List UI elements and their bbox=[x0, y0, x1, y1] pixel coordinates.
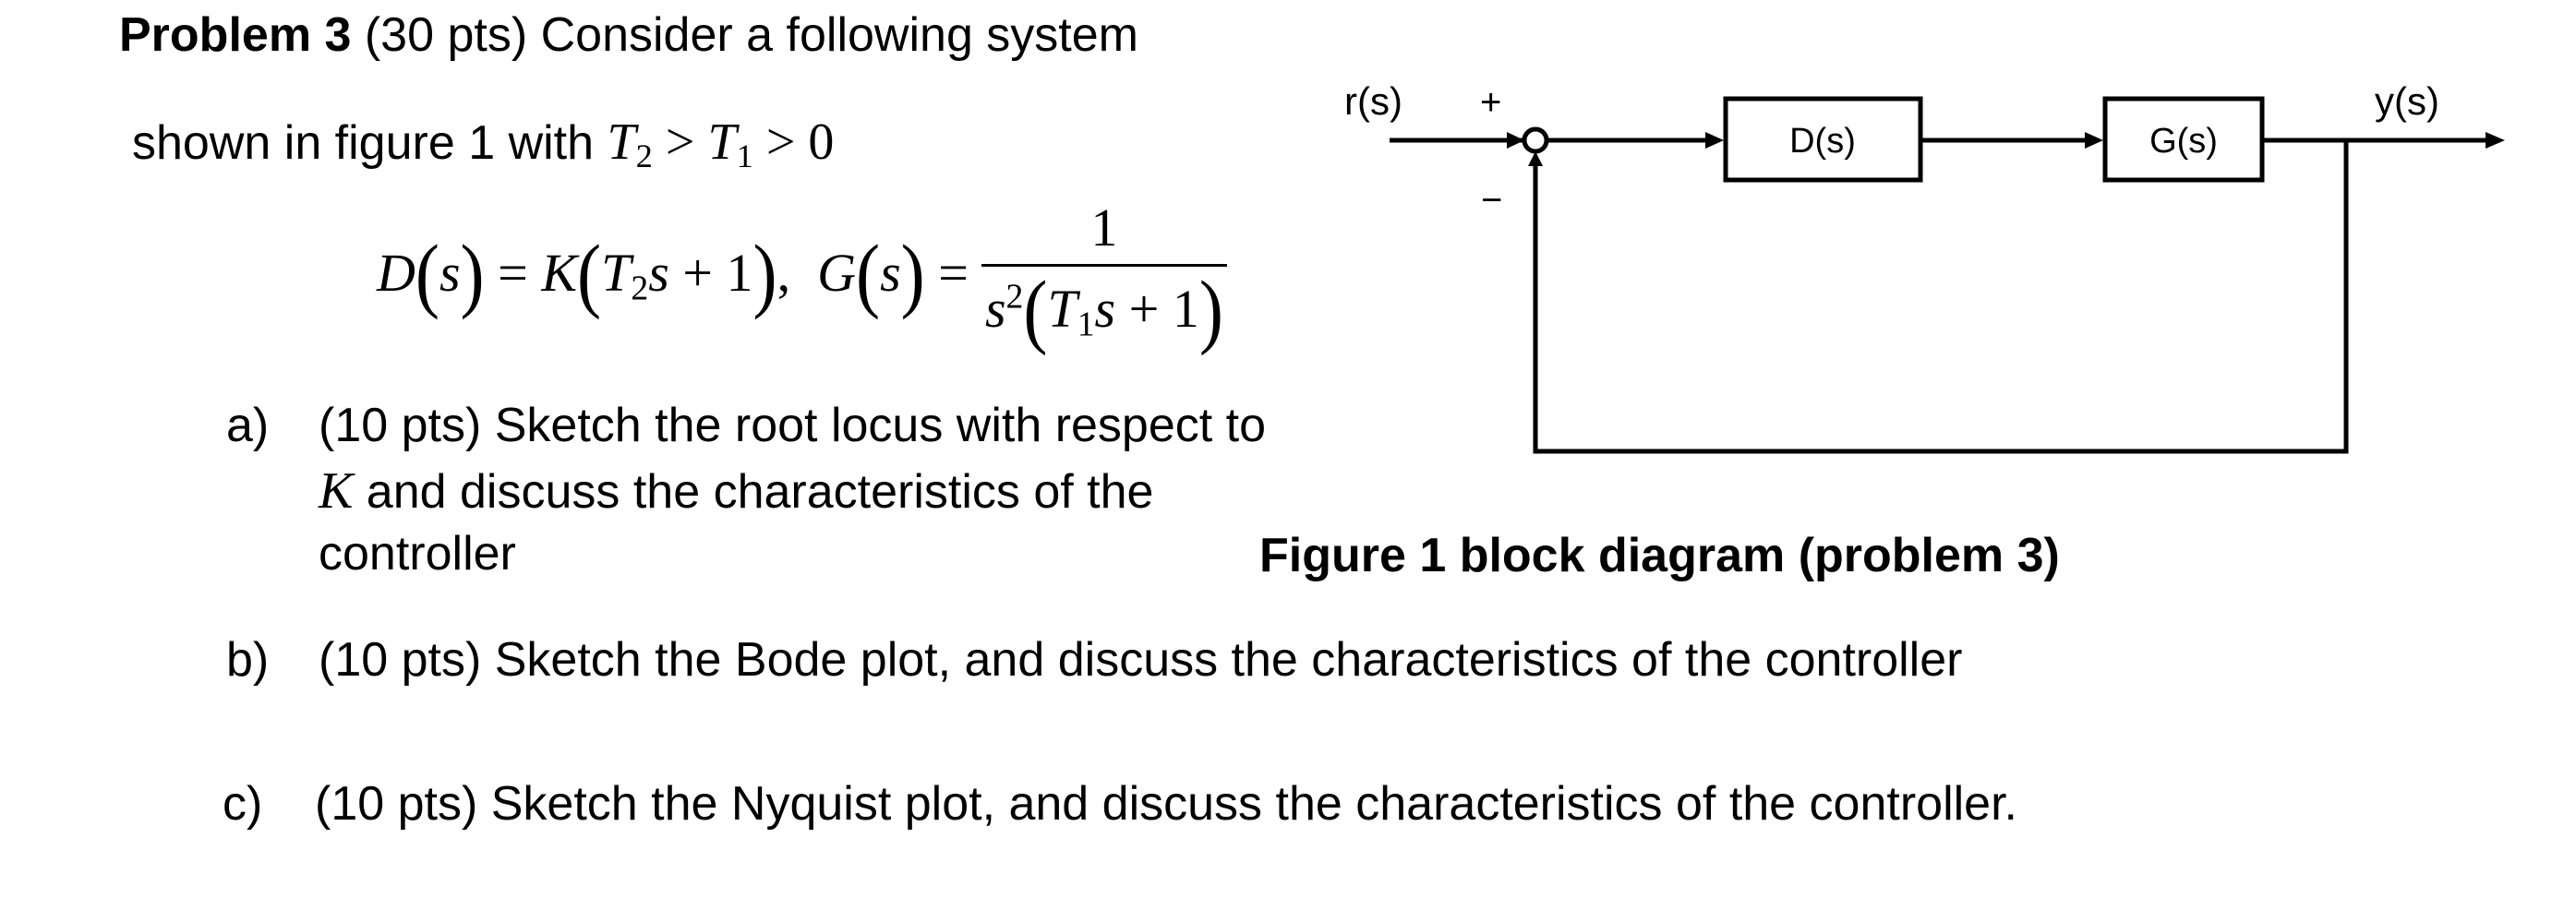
fraction-denominator: s2(T1s + 1) bbox=[984, 263, 1223, 356]
fraction-numerator: 1 bbox=[1090, 198, 1118, 257]
eq-s: s bbox=[648, 242, 669, 303]
feedback-arrowhead bbox=[1528, 151, 1543, 166]
part-a-line3: controller bbox=[319, 527, 516, 581]
eq-sub2: 2 bbox=[631, 269, 649, 308]
input-label: r(s) bbox=[1344, 79, 1402, 123]
den-plus-one: + 1 bbox=[1115, 279, 1199, 340]
g-block-arrowhead bbox=[2085, 132, 2103, 149]
plus-sign: + bbox=[1480, 82, 1501, 123]
transfer-function-equation: D(s) = K(T2s + 1), G(s) = 1 s2(T1s + 1) bbox=[377, 198, 1227, 356]
eq-equals: = bbox=[924, 242, 969, 303]
var-k: K bbox=[319, 462, 354, 520]
output-arrowhead bbox=[2486, 132, 2505, 149]
output-label: y(s) bbox=[2375, 79, 2439, 123]
eq-s: s bbox=[439, 242, 461, 303]
eq-d: D bbox=[377, 242, 415, 303]
part-c-line1: (10 pts) Sketch the Nyquist plot, and di… bbox=[315, 777, 2017, 831]
part-a-label: a) bbox=[226, 399, 270, 452]
part-a-line2-text: and discuss the characteristics of the bbox=[353, 465, 1154, 519]
d-block-label: D(s) bbox=[1789, 122, 1856, 161]
eq-equals: = bbox=[484, 242, 542, 303]
eq-t2: T bbox=[601, 242, 632, 303]
var-t2: T bbox=[607, 114, 636, 171]
problem-number: Problem 3 bbox=[119, 8, 352, 62]
summing-junction bbox=[1522, 126, 1549, 154]
problem-heading: Problem 3 (30 pts) Consider a following … bbox=[119, 11, 1138, 59]
eq-comma: , bbox=[776, 242, 791, 303]
var-t1: T bbox=[707, 114, 737, 171]
d-block bbox=[1723, 96, 1923, 183]
den-power: 2 bbox=[1005, 277, 1024, 317]
figure-caption: Figure 1 block diagram (problem 3) bbox=[1259, 529, 2060, 582]
d-block-arrowhead bbox=[1705, 132, 1724, 149]
gt-sign: > bbox=[652, 114, 708, 171]
input-arrowhead bbox=[1507, 132, 1524, 149]
fraction: 1 s2(T1s + 1) bbox=[981, 198, 1227, 356]
gt-sign: > bbox=[752, 114, 809, 171]
part-c-label: c) bbox=[223, 777, 263, 831]
den-sub1: 1 bbox=[1077, 305, 1095, 344]
eq-s: s bbox=[880, 242, 901, 303]
g-block-label: G(s) bbox=[2149, 122, 2218, 161]
subscript-1: 1 bbox=[736, 138, 753, 175]
subscript-2: 2 bbox=[635, 138, 653, 175]
zero: 0 bbox=[808, 114, 835, 171]
den-t1: T bbox=[1047, 279, 1077, 340]
fraction-bar bbox=[981, 264, 1227, 267]
problem-condition-line: shown in figure 1 with T2 > T1 > 0 bbox=[132, 114, 835, 173]
eq-g: G bbox=[817, 242, 856, 303]
den-s: s bbox=[984, 279, 1006, 340]
part-b-line1: (10 pts) Sketch the Bode plot, and discu… bbox=[319, 633, 1963, 687]
minus-sign: − bbox=[1481, 180, 1502, 221]
part-b-label: b) bbox=[226, 633, 270, 687]
eq-k: K bbox=[541, 242, 578, 303]
problem-intro: (30 pts) Consider a following system bbox=[351, 8, 1138, 62]
part-a-line2: K and discuss the characteristics of the bbox=[319, 465, 1153, 517]
condition-intro: shown in figure 1 with bbox=[132, 116, 608, 170]
den-s: s bbox=[1094, 279, 1116, 340]
part-a-line1: (10 pts) Sketch the root locus with resp… bbox=[319, 399, 1267, 452]
eq-plus-one: + 1 bbox=[668, 242, 753, 303]
feedback-path bbox=[1533, 140, 2349, 454]
